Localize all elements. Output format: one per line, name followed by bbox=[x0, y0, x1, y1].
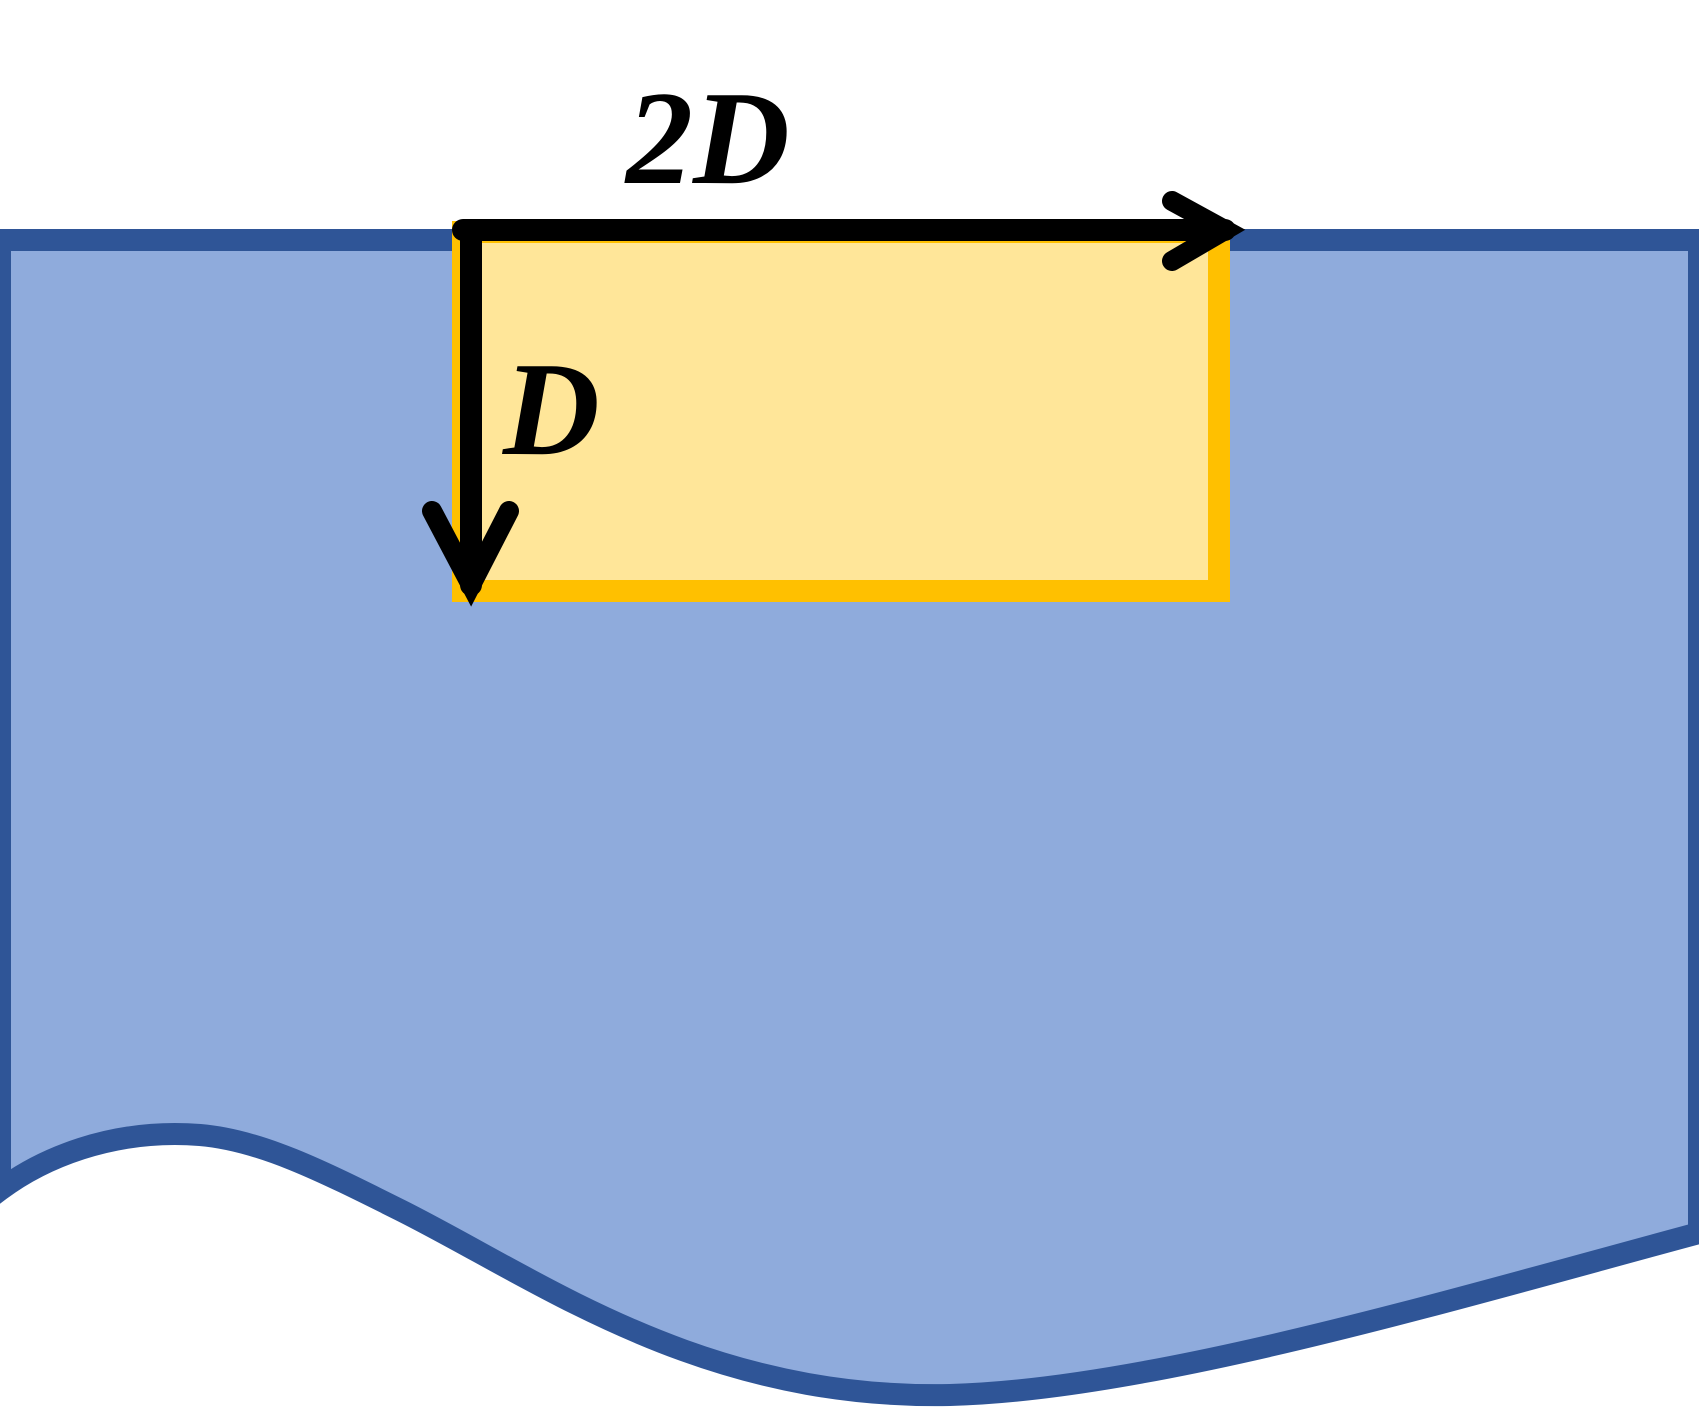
footing-block bbox=[452, 221, 1230, 602]
domain-region bbox=[0, 229, 1699, 1407]
arrow-right-icon bbox=[452, 191, 1246, 271]
depth-label: D bbox=[502, 335, 600, 483]
width-label: 2D bbox=[624, 64, 790, 212]
arrow-down-icon bbox=[422, 219, 519, 607]
